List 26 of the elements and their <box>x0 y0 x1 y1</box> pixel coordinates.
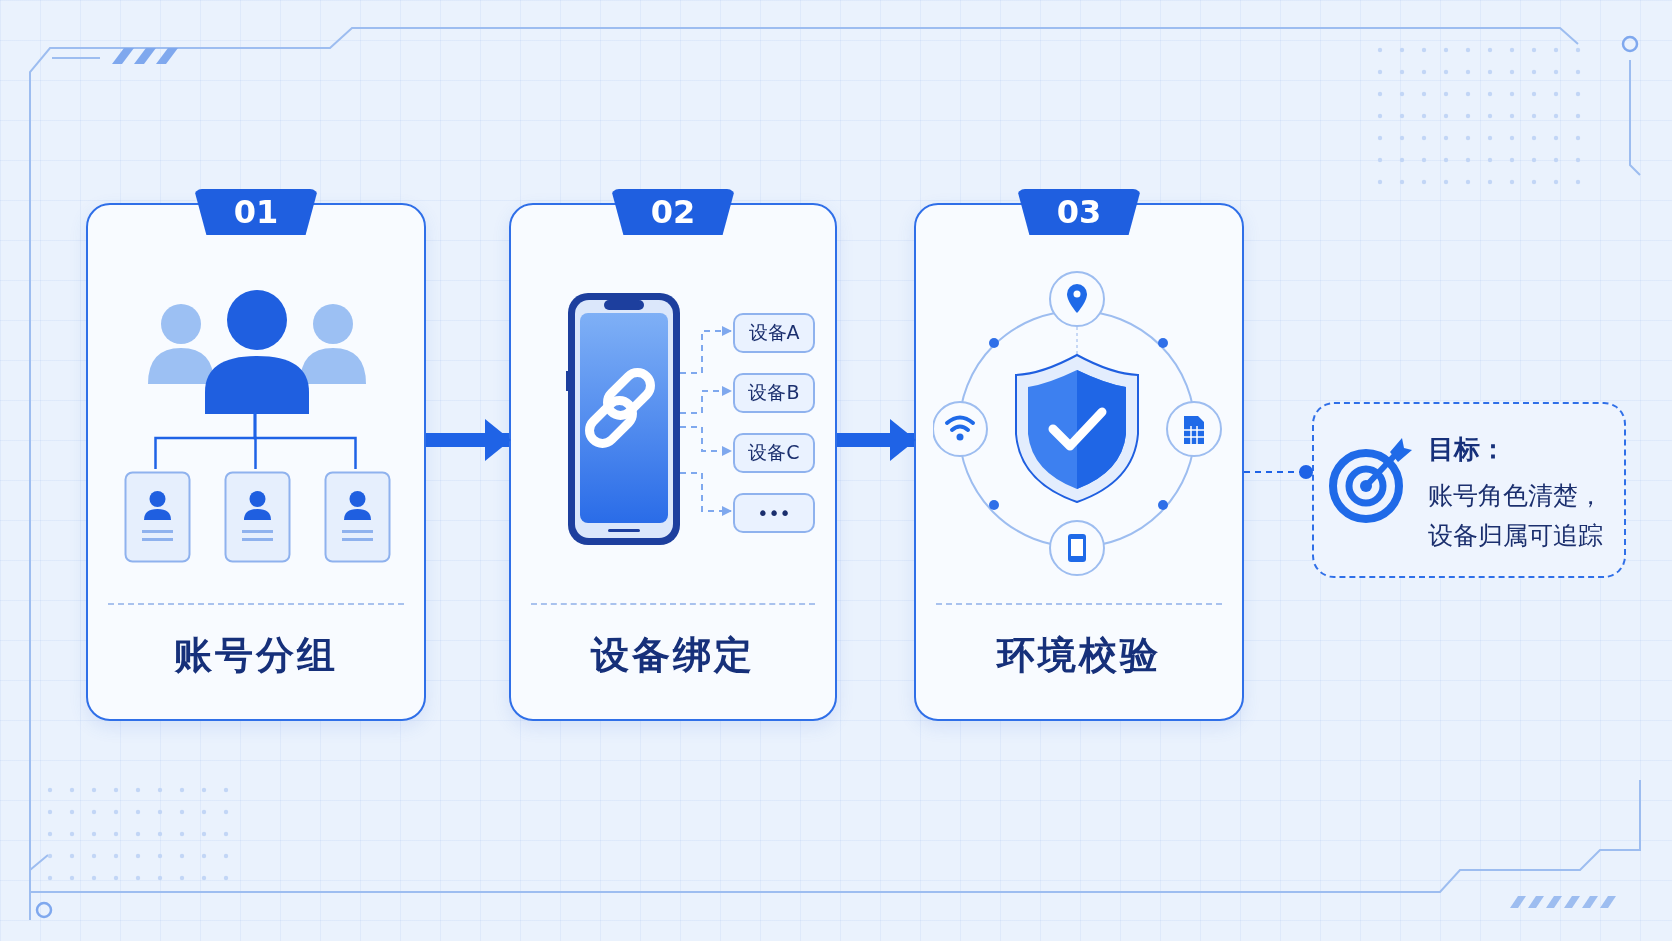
goal-text: 账号角色清楚，设备归属可追踪 <box>1428 480 1604 552</box>
goal-heading: 目标： <box>1428 433 1506 466</box>
profile-card <box>124 471 191 563</box>
device-tag: 设备A <box>733 313 815 353</box>
step-title: 环境校验 <box>995 632 1162 679</box>
step-number: 02 <box>611 189 735 235</box>
arrow <box>679 472 732 516</box>
step-title: 账号分组 <box>173 632 339 679</box>
connector-line <box>253 412 357 469</box>
step-title: 设备绑定 <box>589 632 756 679</box>
people-icon <box>148 290 366 414</box>
profile-card <box>224 471 291 563</box>
arrow <box>679 426 732 456</box>
flow-arrow <box>426 419 511 461</box>
device-tag: 设备C <box>733 433 815 473</box>
arrow <box>679 386 732 414</box>
arrow <box>679 326 732 374</box>
step-number: 01 <box>194 189 318 235</box>
device-tag: ••• <box>733 493 815 533</box>
step-number: 03 <box>1017 189 1141 235</box>
goal-box <box>1312 402 1626 578</box>
profile-card <box>324 471 391 563</box>
dotted-connector <box>1243 465 1313 479</box>
flow-arrow <box>837 419 916 461</box>
device-tag: 设备B <box>733 373 815 413</box>
smartphone-drawing <box>566 291 682 547</box>
